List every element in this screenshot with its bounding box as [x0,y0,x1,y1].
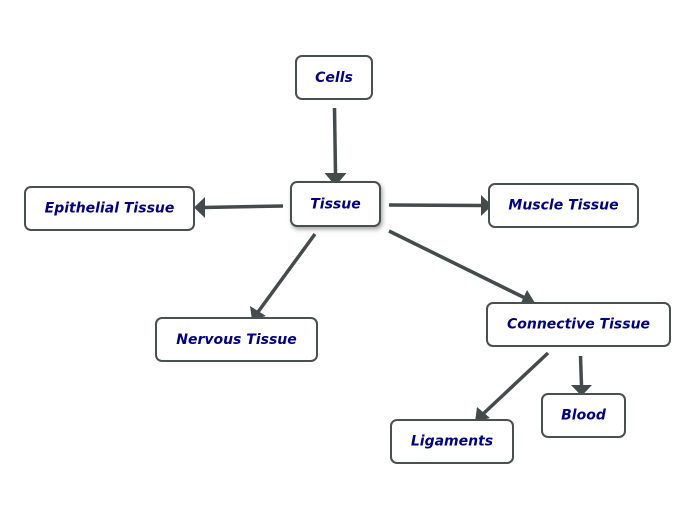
node-connective-tissue[interactable]: Connective Tissue [486,302,671,347]
edges [194,107,592,422]
node-epithelial-tissue[interactable]: Epithelial Tissue [24,186,195,231]
edge-cells-to-tissue [324,107,347,186]
edge-tissue-to-epithelial [194,197,284,218]
node-muscle-tissue[interactable]: Muscle Tissue [488,183,639,228]
node-label-nervous-tissue: Nervous Tissue [176,332,297,348]
node-label-epithelial-tissue: Epithelial Tissue [45,201,175,217]
node-cells[interactable]: Cells [295,55,373,100]
edge-tissue-to-muscle [388,195,492,216]
node-blood[interactable]: Blood [541,393,626,438]
edge-tissue-to-connective [388,229,535,305]
edge-connective-to-ligaments [475,351,550,422]
node-ligaments[interactable]: Ligaments [390,419,514,464]
edge-tissue-to-nervous [250,232,317,320]
node-label-blood: Blood [561,408,607,424]
node-label-tissue: Tissue [310,197,360,213]
node-label-cells: Cells [315,70,353,86]
node-label-muscle-tissue: Muscle Tissue [508,198,618,214]
nodes: Cells Tissue Epithelial Tissue Muscle Ti… [24,55,671,464]
node-tissue[interactable]: Tissue [290,181,381,227]
node-label-connective-tissue: Connective Tissue [507,317,650,333]
node-label-ligaments: Ligaments [411,434,493,450]
edge-connective-to-blood [571,355,592,396]
node-nervous-tissue[interactable]: Nervous Tissue [155,317,318,362]
